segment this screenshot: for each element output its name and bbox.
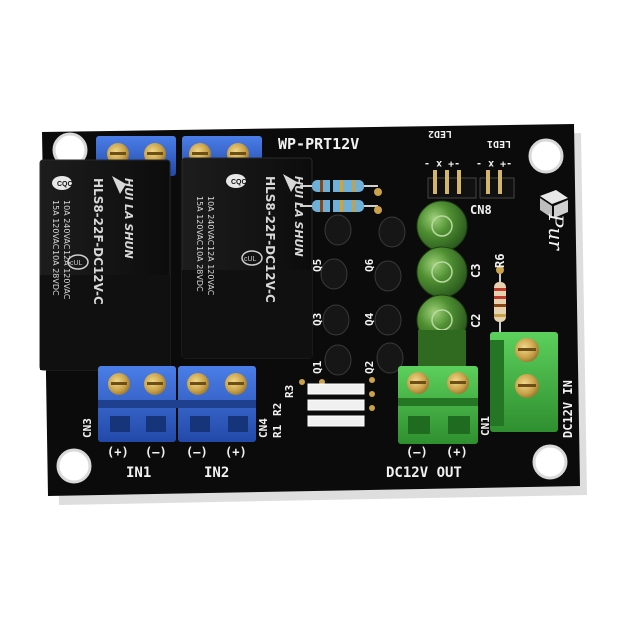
relay-1-rating-2: 12A 120VAC — [62, 250, 71, 300]
relay-2-model: HLS8-22F-DC12V-C — [263, 176, 277, 303]
label-in1-minus: (—) — [145, 445, 167, 459]
relay-2-brand: HUI LA SHUN — [292, 176, 305, 257]
label-led1: LED1 — [487, 138, 512, 149]
resistors-top — [300, 180, 382, 214]
label-q1: Q1 — [311, 360, 324, 374]
label-q3: Q3 — [311, 312, 324, 326]
label-q5: Q5 — [311, 258, 324, 272]
relay-2-rating-3: 15A 120VAC — [195, 196, 204, 246]
label-out-plus: (+) — [446, 445, 468, 459]
terminal-block-bottom — [98, 366, 256, 442]
resistors-bottom — [307, 383, 365, 427]
label-cn3: CN3 — [81, 418, 94, 438]
label-in2-plus: (+) — [225, 445, 247, 459]
label-q4: Q4 — [363, 312, 376, 326]
label-led2: LED2 — [427, 128, 452, 139]
svg-text:cUL: cUL — [244, 256, 257, 263]
board-title: WP-PRT12V — [278, 135, 360, 153]
mounting-hole-icon — [52, 132, 568, 484]
svg-text:cUL: cUL — [70, 260, 83, 267]
led-header — [427, 170, 515, 199]
label-led1-pins: -+ x - — [476, 158, 513, 169]
terminal-block-out — [398, 366, 478, 444]
label-dc12v-in: DC12V IN — [561, 380, 575, 438]
relay-2: CQC cUL — [181, 157, 313, 359]
label-c2: C2 — [469, 313, 483, 328]
relay-1-rating-4: 10A 28VDC — [51, 250, 60, 296]
svg-text:CQC: CQC — [231, 179, 247, 186]
label-r6: R6 — [493, 253, 507, 268]
relay-2-rating-2: 12A 120VAC — [206, 246, 215, 296]
label-r2: R2 — [271, 402, 284, 416]
relay-1-rating-1: 10A 240VAC — [62, 200, 71, 250]
label-c3: C3 — [469, 263, 483, 278]
label-cn8: CN8 — [470, 203, 492, 217]
label-in2: IN2 — [204, 465, 230, 481]
label-led2-pins: -+ x - — [424, 158, 461, 169]
label-cn4: CN4 — [257, 418, 270, 438]
transistors — [320, 214, 406, 376]
relay-2-rating-1: 10A 240VAC — [206, 196, 215, 246]
label-q2: Q2 — [363, 360, 376, 374]
relay-2-rating-4: 10A 28VDC — [195, 246, 204, 292]
capacitors — [416, 200, 468, 370]
label-dc12v-out: DC12V OUT — [386, 465, 462, 481]
terminal-block-in — [490, 332, 558, 432]
relay-1-brand: HUI LA SHUN — [122, 178, 135, 259]
relay-1-rating-3: 15A 120VAC — [51, 200, 60, 250]
logo-text: Pur — [544, 214, 568, 250]
label-in2-minus: (—) — [186, 445, 208, 459]
label-q6: Q6 — [363, 258, 376, 272]
label-cn1: CN1 — [479, 416, 492, 436]
label-in1: IN1 — [126, 465, 152, 481]
label-in1-plus: (+) — [107, 445, 129, 459]
logo-icon — [540, 190, 568, 218]
svg-text:CQC: CQC — [57, 181, 73, 188]
label-r1: R1 — [271, 424, 284, 438]
relay-1: CQC cUL — [39, 159, 171, 371]
label-out-minus: (—) — [406, 445, 428, 459]
relay-1-model: HLS8-22F-DC12V-C — [91, 178, 105, 305]
label-r3: R3 — [283, 384, 296, 398]
